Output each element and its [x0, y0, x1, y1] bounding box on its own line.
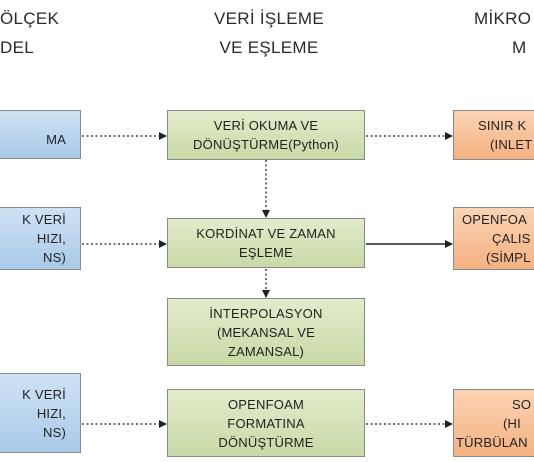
box-line: FORMATINA	[227, 415, 305, 431]
micro-model-box-2: OPENFOA ÇALIS (SİMPL	[453, 207, 534, 270]
box-line: NS)	[43, 250, 66, 265]
column-header-data-processing: VERİ İŞLEME VE EŞLEME	[204, 4, 334, 62]
header-line: ÖLÇEK	[0, 9, 60, 28]
header-line: DEL	[0, 38, 34, 57]
process-box-read-convert: VERİ OKUMA VE DÖNÜŞTÜRME(Python)	[167, 110, 365, 160]
box-line: SINIR K	[478, 118, 527, 133]
box-line: K VERİ	[22, 212, 66, 227]
process-box-coordinate-time-mapping: KORDİNAT VE ZAMAN EŞLEME	[167, 218, 365, 268]
box-line: ÇALIS	[492, 231, 531, 246]
box-line: DÖNÜŞTÜRME	[218, 434, 314, 450]
box-line: NS)	[43, 424, 66, 440]
box-line: OPENFOA	[462, 212, 527, 227]
box-line: İNTERPOLASYON	[209, 305, 323, 321]
micro-model-box-3: SO (HI TÜRBÜLAN	[453, 389, 534, 457]
header-line: MİKRO	[474, 9, 532, 28]
box-line: (INLET	[490, 137, 533, 152]
scale-model-box-1: MA	[0, 110, 81, 159]
box-line: ZAMANSAL)	[227, 343, 305, 359]
box-line: K VERİ	[22, 386, 66, 402]
header-line: M	[512, 38, 527, 57]
column-header-scale-model: ÖLÇEK DEL	[0, 4, 59, 62]
process-box-openfoam-format: OPENFOAM FORMATINA DÖNÜŞTÜRME	[167, 389, 365, 457]
scale-model-box-3: K VERİ HIZI, NS)	[0, 373, 81, 453]
box-line: EŞLEME	[239, 245, 293, 260]
micro-model-box-1: SINIR K (INLET	[453, 110, 534, 160]
box-line: (SİMPL	[486, 250, 531, 265]
box-line: (HI	[503, 415, 521, 431]
box-line: SO	[512, 396, 532, 412]
box-line: KORDİNAT VE ZAMAN	[196, 226, 336, 241]
box-line: VERİ OKUMA VE	[213, 118, 319, 133]
box-line: (MEKANSAL VE	[216, 324, 315, 340]
header-line: VERİ İŞLEME	[213, 9, 325, 28]
box-line: HIZI,	[36, 405, 66, 421]
box-line: DÖNÜŞTÜRME(Python)	[193, 137, 339, 152]
box-line: TÜRBÜLAN	[456, 434, 528, 450]
column-header-micro-model: MİKRO M	[474, 4, 531, 62]
header-line: VE EŞLEME	[219, 38, 319, 57]
box-line: OPENFOAM	[228, 396, 304, 412]
scale-model-box-2: K VERİ HIZI, NS)	[0, 207, 81, 270]
process-box-interpolation: İNTERPOLASYON (MEKANSAL VE ZAMANSAL)	[167, 298, 365, 366]
box-line: MA	[46, 132, 66, 147]
box-line: HIZI,	[36, 231, 66, 246]
